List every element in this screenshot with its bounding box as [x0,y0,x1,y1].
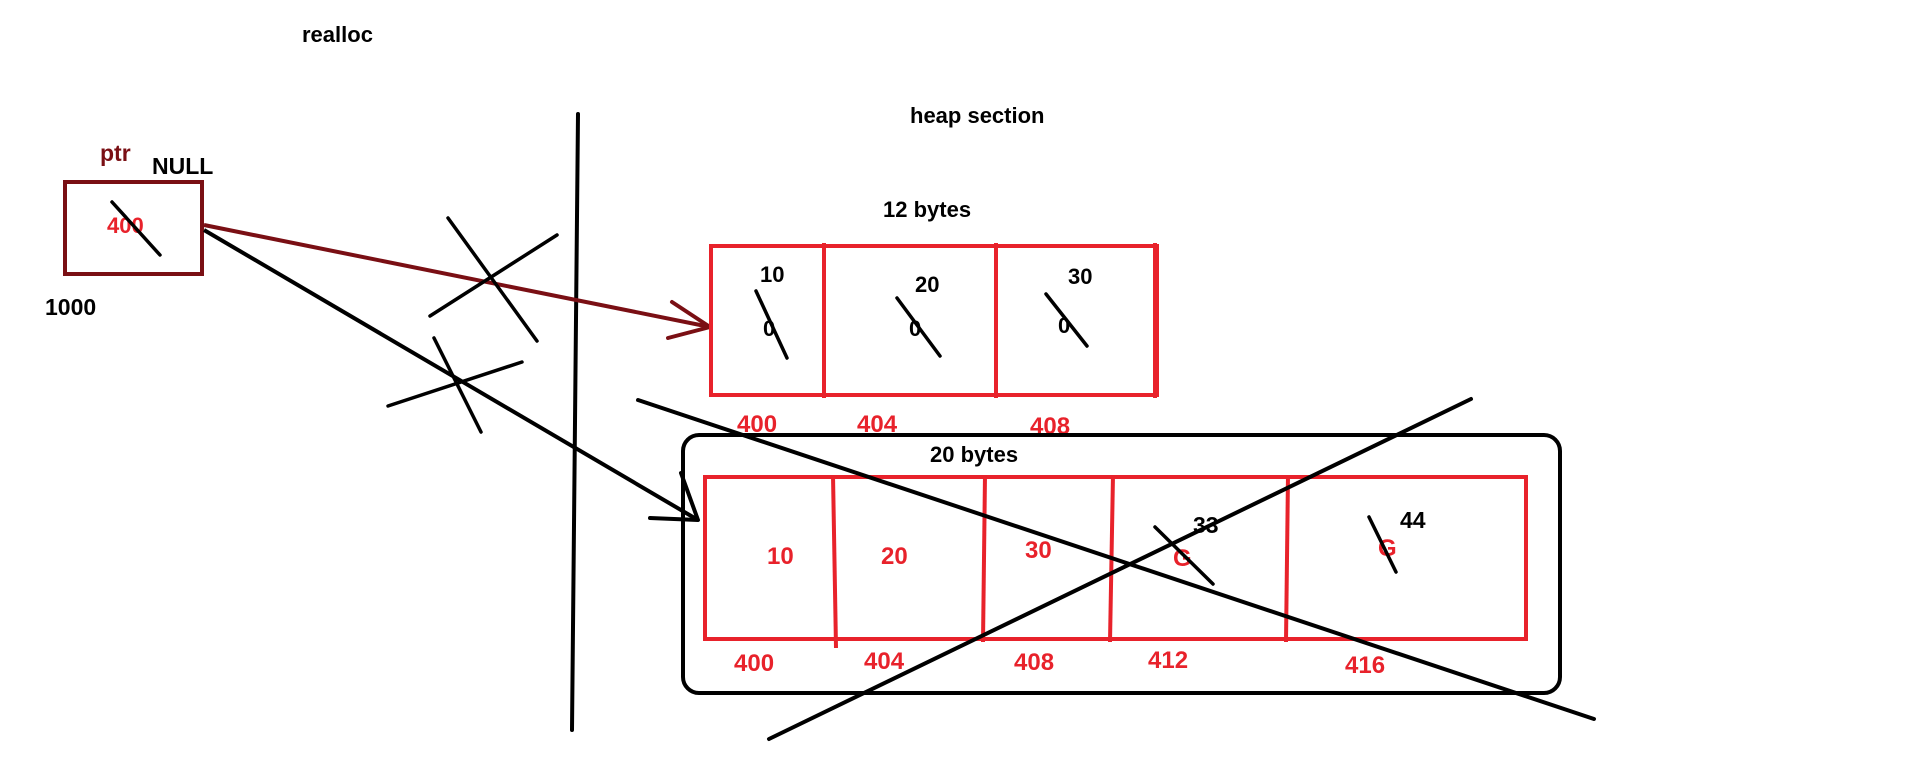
ptr-to-block12-arrow [203,223,711,329]
cross-mark-1a [446,216,539,343]
block12-cell-old-value: 0 [909,316,921,341]
block20-divider-2 [981,474,987,643]
block12-cell-new-value: 30 [1068,264,1092,289]
cross-mark-1b [428,233,559,318]
heap-section-label: heap section [910,103,1044,128]
ptr-value-strike [110,200,162,257]
block20-cell-address: 412 [1148,647,1188,674]
block20-cell-address: 400 [734,650,774,677]
ptr-box [63,180,204,276]
block20: 10 20 30 G 33 G 44 400 404 408 412 416 [703,474,1528,679]
block20-container [681,433,1562,695]
block12-cell-strike [895,296,942,358]
block20-cell-address: 416 [1345,652,1385,679]
block20-outline [703,475,1528,641]
block12-cell-strike [1044,292,1089,348]
block12-cell-strike [754,289,789,360]
block20-cell-value: 10 [767,543,794,570]
block20-cell-address: 408 [1014,649,1054,676]
cross-mark-2b [386,360,524,408]
stack-heap-divider [570,112,580,732]
block20-divider-1 [831,474,838,649]
block20-cell-new-value: 44 [1400,507,1426,533]
ptr-null-label: NULL [152,153,213,179]
block20-divider-4 [1284,474,1290,643]
block12-cell-new-value: 20 [915,272,939,297]
block12-size-label: 12 bytes [883,197,971,222]
title-realloc: realloc [302,22,373,47]
block20-cross-line-2 [767,397,1473,741]
ptr-to-block20-arrowhead [648,471,700,522]
block12-cell-new-value: 10 [760,262,784,287]
block20-size-label: 20 bytes [930,442,1018,467]
block20-cell-address: 404 [864,648,905,675]
ptr-label: ptr [100,140,131,166]
block20-cross-line-1 [636,398,1596,721]
block20-cell-value: 30 [1025,537,1052,564]
block20-cell-value: G [1173,545,1192,572]
block20-cell-strike [1153,525,1215,586]
block12: 0 10 400 0 20 404 0 30 408 [709,243,1159,440]
ptr-address: 1000 [45,294,96,320]
block20-cell-strike [1367,515,1398,574]
block20-cell-value: 20 [881,543,908,570]
